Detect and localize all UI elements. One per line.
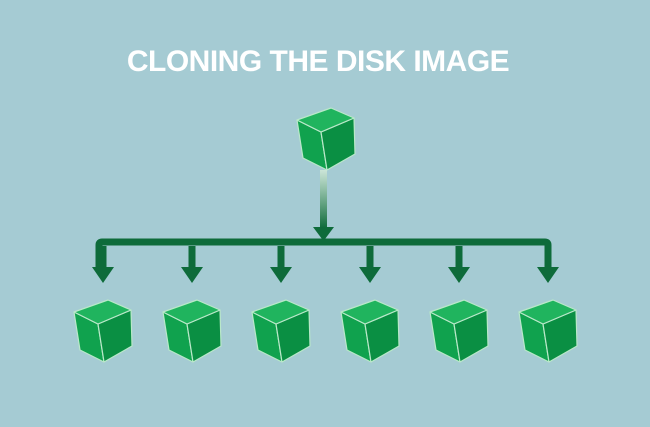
target-stem xyxy=(544,246,552,268)
clone-connectors xyxy=(95,170,552,268)
target-disk-3 xyxy=(251,246,311,363)
source-stem xyxy=(320,170,327,228)
cube-top-face xyxy=(73,299,132,325)
target-arrowhead xyxy=(359,267,381,283)
target-cube-icon xyxy=(251,299,311,363)
target-disk-1 xyxy=(73,246,133,363)
target-stem xyxy=(99,246,107,268)
target-arrowhead xyxy=(448,267,470,283)
target-cube-icon xyxy=(162,299,222,363)
cube-top-face xyxy=(296,107,355,133)
target-cube-icon xyxy=(73,299,133,363)
target-arrowhead xyxy=(270,267,292,283)
target-disk-5 xyxy=(429,246,489,363)
target-cube-icon xyxy=(340,299,400,363)
target-disk-4 xyxy=(340,246,400,363)
diagram-title: CLONING THE DISK IMAGE xyxy=(126,45,510,78)
cube-top-face xyxy=(518,299,577,325)
target-stem xyxy=(277,246,285,268)
source-arrowhead xyxy=(313,227,334,241)
target-stem xyxy=(188,246,196,268)
cube-top-face xyxy=(162,299,221,325)
cube-top-face xyxy=(251,299,310,325)
target-arrowhead xyxy=(537,267,559,283)
target-disks xyxy=(73,246,578,363)
cube-top-face xyxy=(429,299,488,325)
target-stem xyxy=(455,246,463,268)
target-disk-2 xyxy=(162,246,222,363)
target-cube-icon xyxy=(429,299,489,363)
target-stem xyxy=(366,246,374,268)
target-arrowhead xyxy=(181,267,203,283)
target-arrowhead xyxy=(92,267,114,283)
target-disk-6 xyxy=(518,246,578,363)
cube-top-face xyxy=(340,299,399,325)
target-cube-icon xyxy=(518,299,578,363)
distribution-bus xyxy=(95,238,552,268)
source-disk-cube-icon xyxy=(296,107,356,171)
